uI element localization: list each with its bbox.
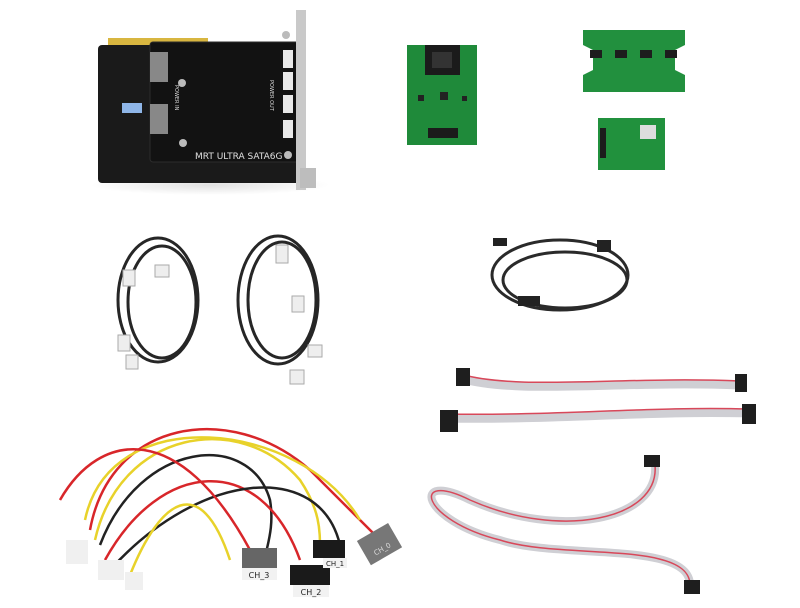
green-socket-adapter	[407, 45, 477, 145]
label-ch-2: CH_2	[301, 588, 322, 597]
label-ch-3: CH_3	[249, 571, 270, 580]
connector-ch-2: CH_2	[290, 565, 330, 597]
power-in-label: POWER IN	[173, 85, 179, 111]
ribbon-cable-lower	[427, 455, 700, 594]
board-label: MRT ULTRA SATA6G	[195, 152, 283, 162]
sata-cable-right	[236, 234, 323, 385]
sata-power-splitter	[58, 428, 381, 590]
connector-ch-0: CH_0	[356, 523, 403, 566]
connector-ch-1: CH_1	[313, 540, 347, 568]
pci-bracket	[296, 10, 306, 190]
usb-cable	[490, 238, 630, 312]
sata-cable-left	[116, 236, 200, 370]
green-bridge-adapter	[583, 30, 685, 92]
power-out-label: POWER OUT	[268, 80, 274, 112]
label-ch-1: CH_1	[326, 560, 344, 568]
ribbon-cable-upper	[440, 368, 756, 432]
green-small-board	[598, 118, 665, 170]
mrt-sata-card: MRT ULTRA SATA6G POWER IN POWER OUT	[90, 10, 330, 195]
power-connectors: CH_3 CH_2 CH_1 CH_0	[242, 523, 403, 597]
connector-ch-3: CH_3	[242, 548, 277, 580]
